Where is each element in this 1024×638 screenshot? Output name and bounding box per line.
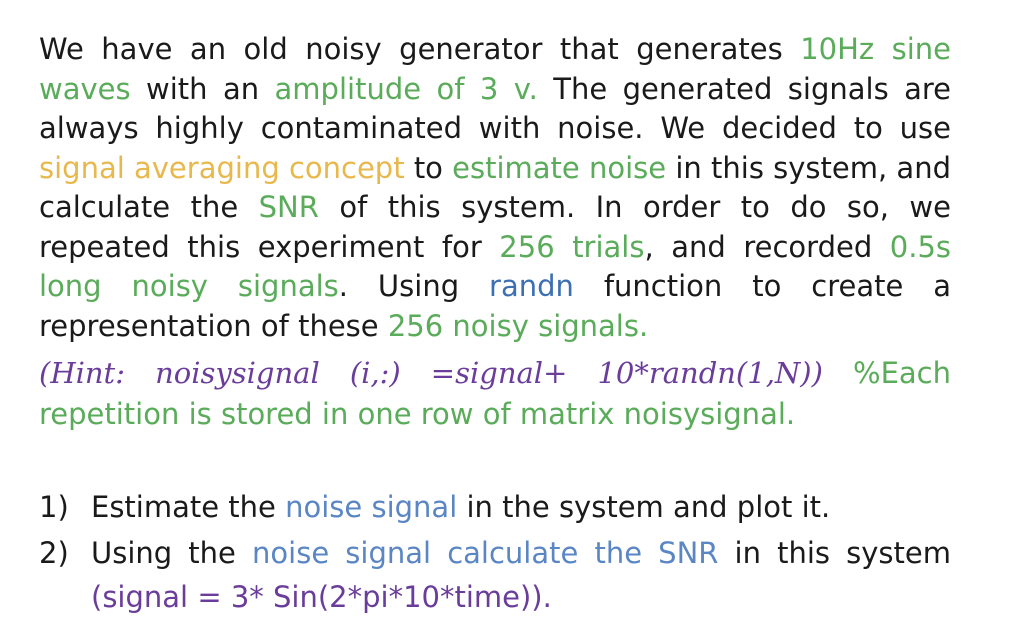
text: in this system [718, 536, 951, 570]
text: function to create a representation of t… [39, 269, 951, 343]
hint-comment: %Each repetition is stored in one row of… [39, 356, 951, 431]
list-number: 1) [39, 490, 69, 524]
text: Using the [91, 536, 253, 570]
hint-code: (Hint: noisysignal (i,:) =signal+ 10*ran… [39, 356, 823, 390]
text: of this system. In order to do so, we re… [39, 190, 951, 264]
highlight-randn: randn [489, 269, 574, 303]
text: The generated signals are always highly … [39, 71, 951, 146]
text: in the system and plot it. [457, 490, 831, 524]
highlight-noisy-signals: 256 noisy signals. [387, 308, 649, 343]
signal-formula: (signal = 3* Sin(2*pi*10*time)). [91, 580, 552, 614]
highlight-concept: signal averaging concept [39, 150, 405, 185]
list-number: 2) [39, 536, 69, 570]
highlight-snr-calc: noise signal calculate the SNR [252, 536, 719, 570]
text: We have an old noisy generator that gene… [39, 32, 801, 66]
text: , and recorded [644, 229, 890, 264]
text: to [404, 150, 453, 185]
highlight-snr: SNR [258, 190, 319, 224]
list-item: 2) Using the noise signal calculate the S… [39, 531, 951, 619]
text: in this system, and calculate the [39, 150, 951, 225]
hint-paragraph: (Hint: noisysignal (i,:) =signal+ 10*ran… [39, 353, 951, 435]
question-list: 1) Estimate the noise signal in the syste… [39, 485, 951, 621]
highlight-trials: 256 trials [499, 229, 645, 264]
list-item: 1) Estimate the noise signal in the syste… [39, 485, 951, 529]
highlight-noise-signal: noise signal [285, 490, 458, 524]
text: with an [130, 71, 275, 106]
highlight-duration: 0.5s long noisy signals [39, 229, 952, 304]
problem-paragraph: We have an old noisy generator that gene… [39, 30, 951, 346]
highlight-frequency: 10Hz sine waves [39, 32, 951, 106]
text: . Using [338, 269, 490, 303]
highlight-estimate-noise: estimate noise [452, 150, 667, 185]
highlight-amplitude: amplitude of 3 v. [274, 71, 538, 106]
text: Estimate the [91, 490, 286, 524]
